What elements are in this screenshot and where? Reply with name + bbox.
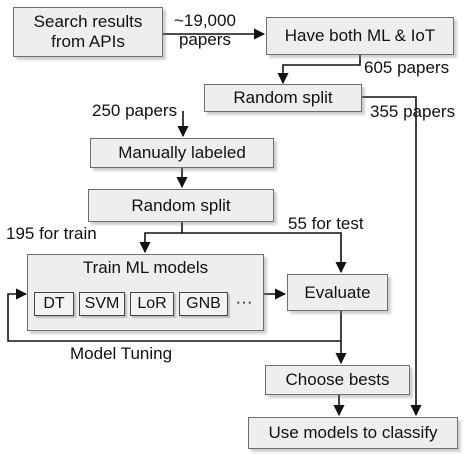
node-search-results: Search results from APIs [13,7,163,57]
label-19000-papers: ~19,000 papers [174,11,236,49]
arrow-both-to-split1 [277,55,361,85]
node-evaluate: Evaluate [287,274,388,311]
node-random-split-1: Random split [204,84,362,112]
arrow-split2-to-evaluate [182,232,347,274]
node-random-split-2: Random split [88,189,274,222]
model-more-ellipsis: ··· [235,292,253,311]
label-250-papers: 250 papers [92,101,178,120]
node-have-both: Have both ML & IoT [266,17,454,55]
node-manually-labeled: Manually labeled [90,138,274,168]
node-choose-bests: Choose bests [265,365,410,395]
label-355-papers: 355 papers [370,102,456,121]
label-model-tuning: Model Tuning [70,344,173,363]
arrow-split2-to-train [139,222,183,254]
model-lor: LoR [130,292,174,316]
model-dt: DT [34,292,74,316]
train-ml-models-title: Train ML models [82,258,209,277]
label-195-for-train: 195 for train [6,224,97,243]
model-gnb: GNB [179,292,228,316]
arrow-split1-to-use [362,96,422,417]
model-svm: SVM [79,292,125,316]
label-605-papers: 605 papers [364,58,450,77]
label-55-for-test: 55 for test [288,214,364,233]
node-use-models: Use models to classify [248,417,458,449]
arrow-model-tuning-loop [7,288,341,342]
